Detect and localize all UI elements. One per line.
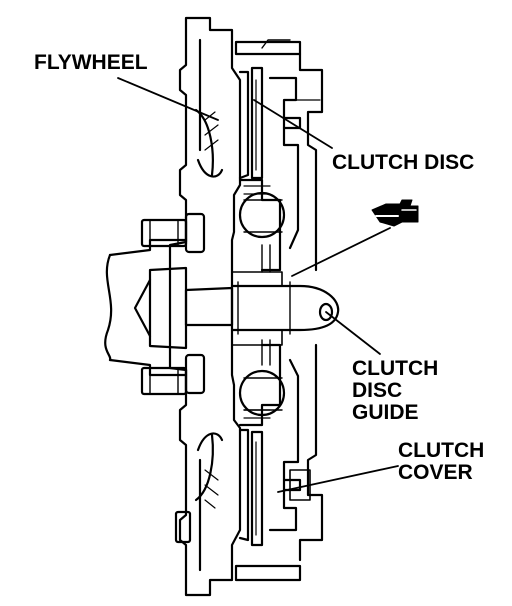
leader-lubricant [291, 227, 391, 277]
clutch-disc-assembly [238, 66, 286, 547]
label-clutch-disc: CLUTCH DISC [332, 151, 475, 174]
leader-flywheel [117, 77, 219, 121]
label-clutch-disc-guide-line1: CLUTCH [352, 357, 439, 380]
label-clutch-cover-line1: CLUTCH [398, 439, 485, 462]
clutch-disc-guide-tool [230, 271, 340, 346]
crankshaft-hub [104, 212, 234, 544]
label-clutch-disc-guide-line2: DISC [352, 379, 403, 402]
grease-gun-icon [371, 199, 419, 227]
clutch-cover [234, 39, 324, 582]
label-clutch-disc-guide-line3: GUIDE [352, 401, 419, 424]
leader-lines [117, 77, 399, 493]
label-flywheel: FLYWHEEL [34, 51, 148, 74]
leader-clutch-cover [277, 465, 399, 493]
flywheel-body [168, 16, 242, 597]
label-clutch-cover-line2: COVER [398, 461, 473, 484]
leader-clutch-disc [253, 99, 333, 149]
leader-clutch-disc-guide [325, 311, 381, 355]
